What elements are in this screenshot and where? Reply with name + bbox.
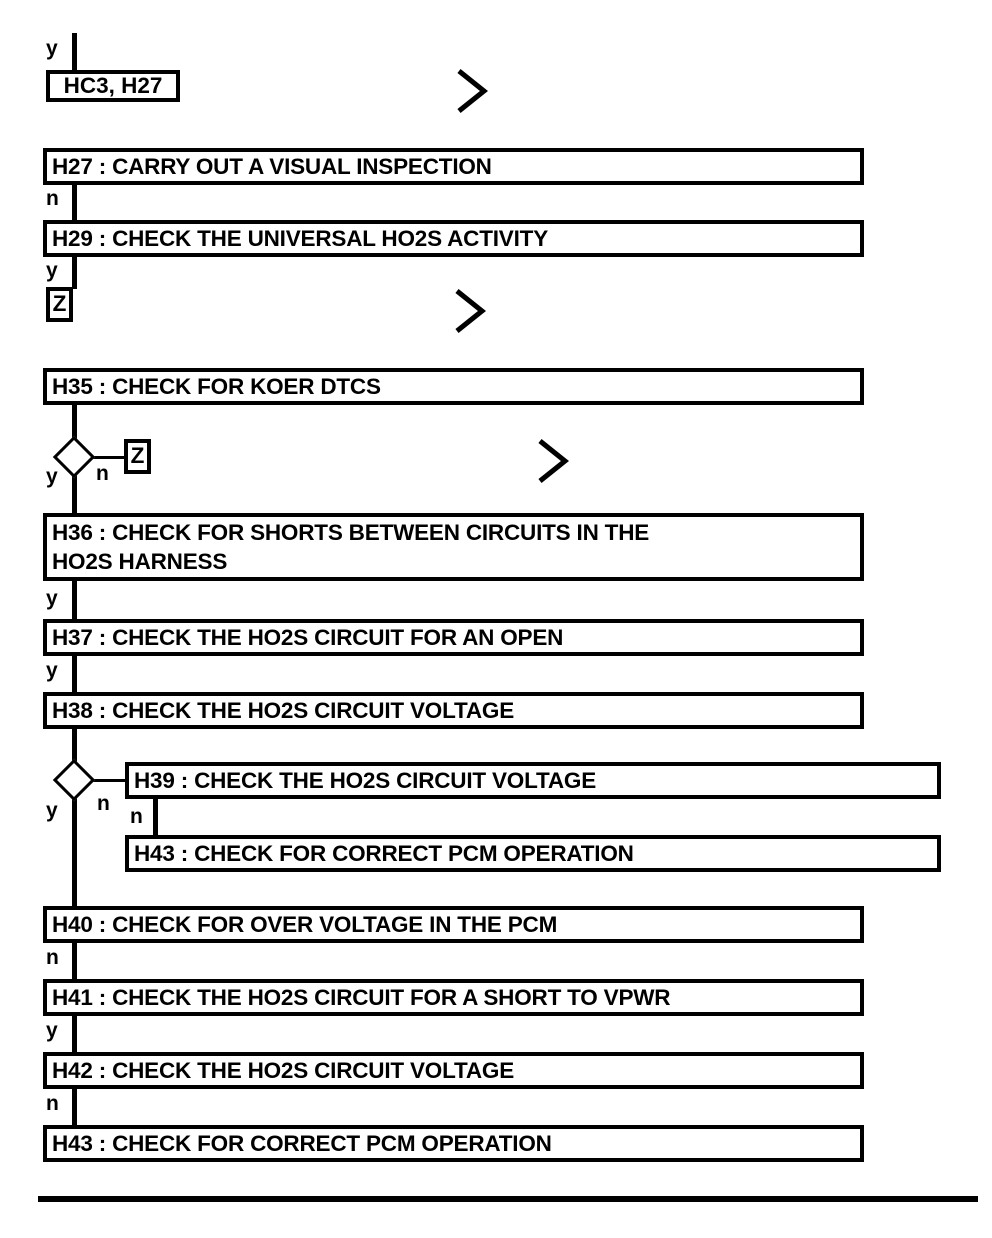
- conn-d2-to-h39: [88, 779, 127, 782]
- step-h29[interactable]: H29 : CHECK THE UNIVERSAL HO2S ACTIVITY: [43, 220, 864, 257]
- tag-z-1[interactable]: Z: [46, 287, 73, 322]
- step-h43b-label: H43 : CHECK FOR CORRECT PCM OPERATION: [52, 1130, 552, 1156]
- step-h41[interactable]: H41 : CHECK THE HO2S CIRCUIT FOR A SHORT…: [43, 979, 864, 1016]
- branch-n-h42: n: [46, 1092, 59, 1115]
- step-h29-label: H29 : CHECK THE UNIVERSAL HO2S ACTIVITY: [52, 225, 549, 251]
- conn-h41-to-h42: [72, 1014, 77, 1054]
- step-h42-label: H42 : CHECK THE HO2S CIRCUIT VOLTAGE: [52, 1057, 515, 1083]
- step-h36-label: H36 : CHECK FOR SHORTS BETWEEN CIRCUITS …: [52, 519, 650, 574]
- branch-y-h41: y: [46, 1019, 58, 1042]
- step-h43b[interactable]: H43 : CHECK FOR CORRECT PCM OPERATION: [43, 1125, 864, 1162]
- step-h36[interactable]: H36 : CHECK FOR SHORTS BETWEEN CIRCUITS …: [43, 513, 864, 581]
- tag-z-1-label: Z: [52, 291, 67, 317]
- step-h38-label: H38 : CHECK THE HO2S CIRCUIT VOLTAGE: [52, 697, 515, 723]
- step-h35[interactable]: H35 : CHECK FOR KOER DTCS: [43, 368, 864, 405]
- branch-y-h37: y: [46, 659, 58, 682]
- step-h40[interactable]: H40 : CHECK FOR OVER VOLTAGE IN THE PCM: [43, 906, 864, 943]
- conn-h42-to-h43: [72, 1087, 77, 1127]
- conn-d1-to-z2: [88, 456, 126, 459]
- step-h39[interactable]: H39 : CHECK THE HO2S CIRCUIT VOLTAGE: [125, 762, 941, 799]
- branch-n-d2: n: [97, 792, 110, 815]
- chevron-2-icon: [453, 288, 487, 334]
- conn-h27-to-h29: [72, 184, 77, 222]
- chevron-1-icon: [455, 68, 489, 114]
- branch-n-h40: n: [46, 946, 59, 969]
- conn-h39-to-h43a: [153, 797, 158, 837]
- conn-h35-to-d1: [72, 404, 77, 444]
- step-h43a[interactable]: H43 : CHECK FOR CORRECT PCM OPERATION: [125, 835, 941, 872]
- conn-h40-to-h41: [72, 941, 77, 981]
- tag-hc3-h27-label: HC3, H27: [63, 72, 163, 98]
- conn-h38-to-d2: [72, 727, 77, 767]
- step-h39-label: H39 : CHECK THE HO2S CIRCUIT VOLTAGE: [134, 767, 597, 793]
- conn-d2-to-h40: [72, 794, 77, 908]
- conn-top-to-hc3: [72, 33, 77, 71]
- step-h43a-label: H43 : CHECK FOR CORRECT PCM OPERATION: [134, 840, 634, 866]
- chevron-3-icon: [536, 438, 570, 484]
- branch-y-h29: y: [46, 259, 58, 282]
- step-h27[interactable]: H27 : CARRY OUT A VISUAL INSPECTION: [43, 148, 864, 185]
- tag-z-2-label: Z: [130, 443, 145, 469]
- conn-d1-to-h36: [72, 471, 77, 515]
- branch-n-d1: n: [96, 462, 109, 485]
- step-h37[interactable]: H37 : CHECK THE HO2S CIRCUIT FOR AN OPEN: [43, 619, 864, 656]
- decision-h38[interactable]: [52, 758, 96, 802]
- branch-y-d1: y: [46, 465, 58, 488]
- branch-y-d2: y: [46, 799, 58, 822]
- step-h40-label: H40 : CHECK FOR OVER VOLTAGE IN THE PCM: [52, 911, 558, 937]
- step-h37-label: H37 : CHECK THE HO2S CIRCUIT FOR AN OPEN: [52, 624, 564, 650]
- step-h27-label: H27 : CARRY OUT A VISUAL INSPECTION: [52, 153, 492, 179]
- branch-y-top: y: [46, 37, 58, 60]
- tag-hc3-h27[interactable]: HC3, H27: [46, 70, 180, 102]
- tag-z-2[interactable]: Z: [124, 439, 151, 474]
- branch-y-h36: y: [46, 587, 58, 610]
- decision-h35[interactable]: [52, 435, 96, 479]
- conn-h36-to-h37: [72, 578, 77, 621]
- conn-h37-to-h38: [72, 653, 77, 694]
- step-h35-label: H35 : CHECK FOR KOER DTCS: [52, 373, 381, 399]
- step-h38[interactable]: H38 : CHECK THE HO2S CIRCUIT VOLTAGE: [43, 692, 864, 729]
- branch-n-h39: n: [130, 805, 143, 828]
- conn-h29-to-z1: [72, 256, 77, 289]
- step-h41-label: H41 : CHECK THE HO2S CIRCUIT FOR A SHORT…: [52, 984, 671, 1010]
- bottom-rule: [38, 1196, 978, 1202]
- branch-n-h27: n: [46, 187, 59, 210]
- step-h42[interactable]: H42 : CHECK THE HO2S CIRCUIT VOLTAGE: [43, 1052, 864, 1089]
